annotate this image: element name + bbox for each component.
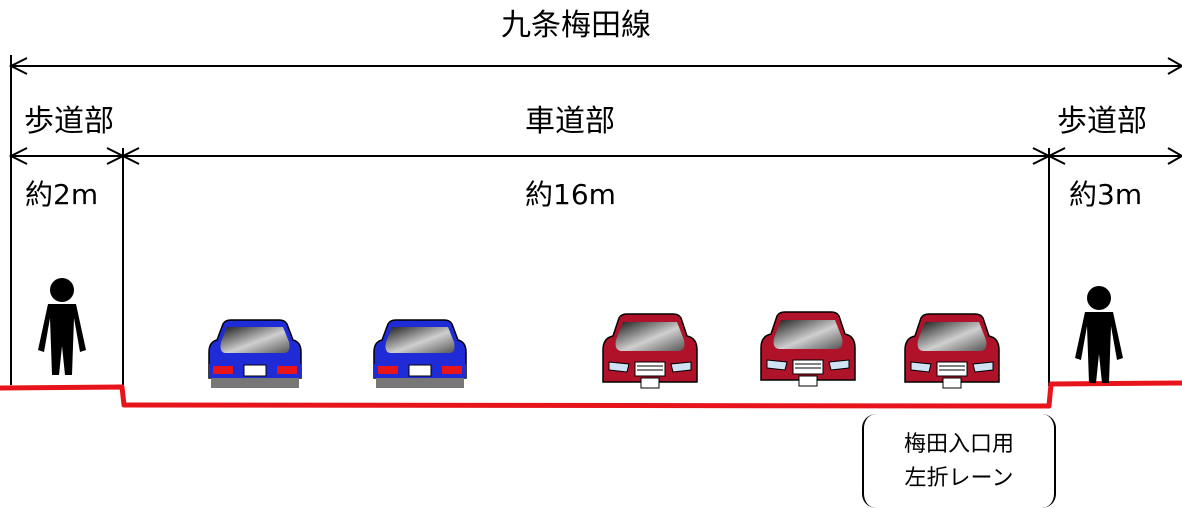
car-front-icon	[602, 313, 698, 389]
callout-line-2: 左折レーン	[904, 466, 1014, 491]
callout-line-1: 梅田入口用	[903, 432, 1014, 457]
left-turn-lane-callout: 梅田入口用 左折レーン	[862, 414, 1056, 508]
right-sidewalk-width: 約3m	[1069, 178, 1143, 211]
total-width-dimension	[8, 55, 1182, 385]
car-front-icon	[760, 311, 856, 387]
roadway-label: 車道部	[525, 104, 615, 139]
car-rear-icon	[373, 319, 467, 388]
car-rear-icon	[208, 319, 302, 388]
pedestrian-icon	[38, 278, 86, 375]
diagram-title: 九条梅田線	[501, 8, 651, 43]
left-sidewalk-width: 約2m	[25, 178, 99, 211]
section-dimensions	[8, 147, 1182, 386]
left-sidewalk-label: 歩道部	[24, 104, 114, 139]
right-sidewalk-label: 歩道部	[1057, 104, 1147, 139]
roadway-width: 約16m	[525, 178, 616, 211]
pedestrian-icon	[1075, 286, 1123, 383]
ground-line	[0, 380, 1182, 409]
car-front-icon	[904, 313, 1000, 389]
